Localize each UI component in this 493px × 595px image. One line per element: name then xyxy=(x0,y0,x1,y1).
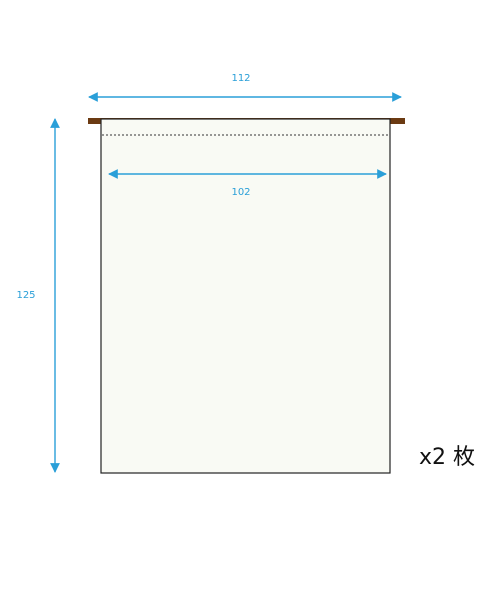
outer-width-label: 112 xyxy=(231,73,250,84)
height-label: 125 xyxy=(16,290,35,301)
curtain-panel xyxy=(100,118,391,474)
inner-width-label: 102 xyxy=(231,187,250,198)
quantity-label: x2 枚 xyxy=(419,445,476,470)
